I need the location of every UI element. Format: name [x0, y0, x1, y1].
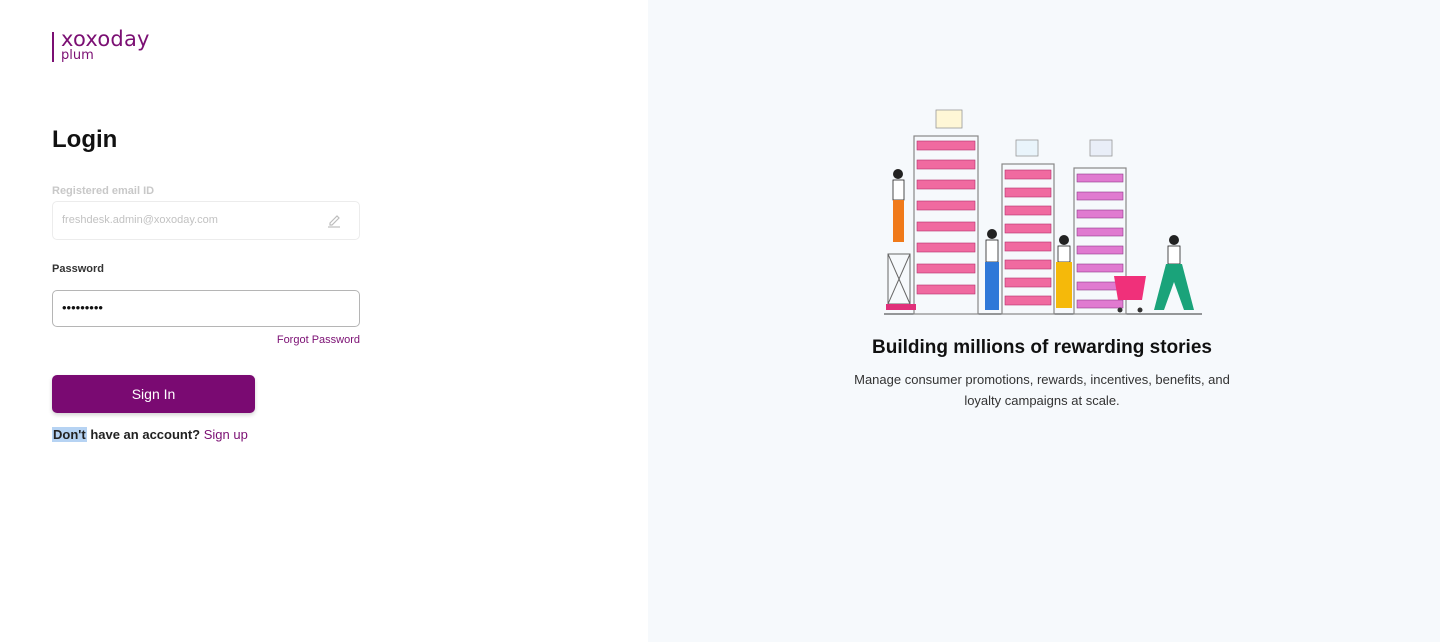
email-field[interactable]: freshdesk.admin@xoxoday.com	[52, 201, 360, 240]
person-figure	[886, 169, 916, 310]
cart-illustration	[1114, 276, 1146, 313]
logo-product-text: plum	[61, 48, 94, 63]
sign-up-link[interactable]: Sign up	[203, 427, 248, 442]
shelf-illustration	[1001, 139, 1055, 315]
hero-description: Manage consumer promotions, rewards, inc…	[854, 372, 1230, 408]
person-figure	[1056, 235, 1072, 308]
password-field[interactable]: •••••••••	[52, 290, 360, 327]
page-title: Login	[52, 126, 118, 153]
signup-prompt: Don't have an account? Sign up	[52, 427, 248, 442]
password-value: •••••••••	[62, 300, 103, 315]
forgot-password-link[interactable]: Forgot Password	[276, 334, 360, 346]
password-label: Password	[52, 263, 104, 275]
logo-brand-text: xoxoday	[61, 27, 150, 51]
shelf-illustration	[913, 109, 979, 315]
hero-title: Building millions of rewarding stories	[872, 337, 1212, 358]
hero-panel	[648, 0, 1440, 642]
signup-prompt-highlight: Don't	[52, 427, 87, 442]
email-label: Registered email ID	[52, 185, 155, 197]
email-value: freshdesk.admin@xoxoday.com	[62, 214, 218, 226]
sign-in-button[interactable]: Sign In	[52, 375, 255, 413]
signup-prompt-text: have an account?	[86, 427, 201, 442]
shelf-illustration	[1073, 139, 1127, 315]
person-figure	[1154, 235, 1194, 310]
logo-bar	[52, 32, 54, 62]
edit-icon[interactable]	[327, 212, 341, 228]
login-panel: xoxoday plum Login Registered email ID f…	[0, 0, 648, 642]
xoxoday-plum-logo: xoxoday plum	[52, 27, 162, 68]
warehouse-illustration	[884, 109, 1202, 315]
person-figure	[985, 229, 999, 310]
